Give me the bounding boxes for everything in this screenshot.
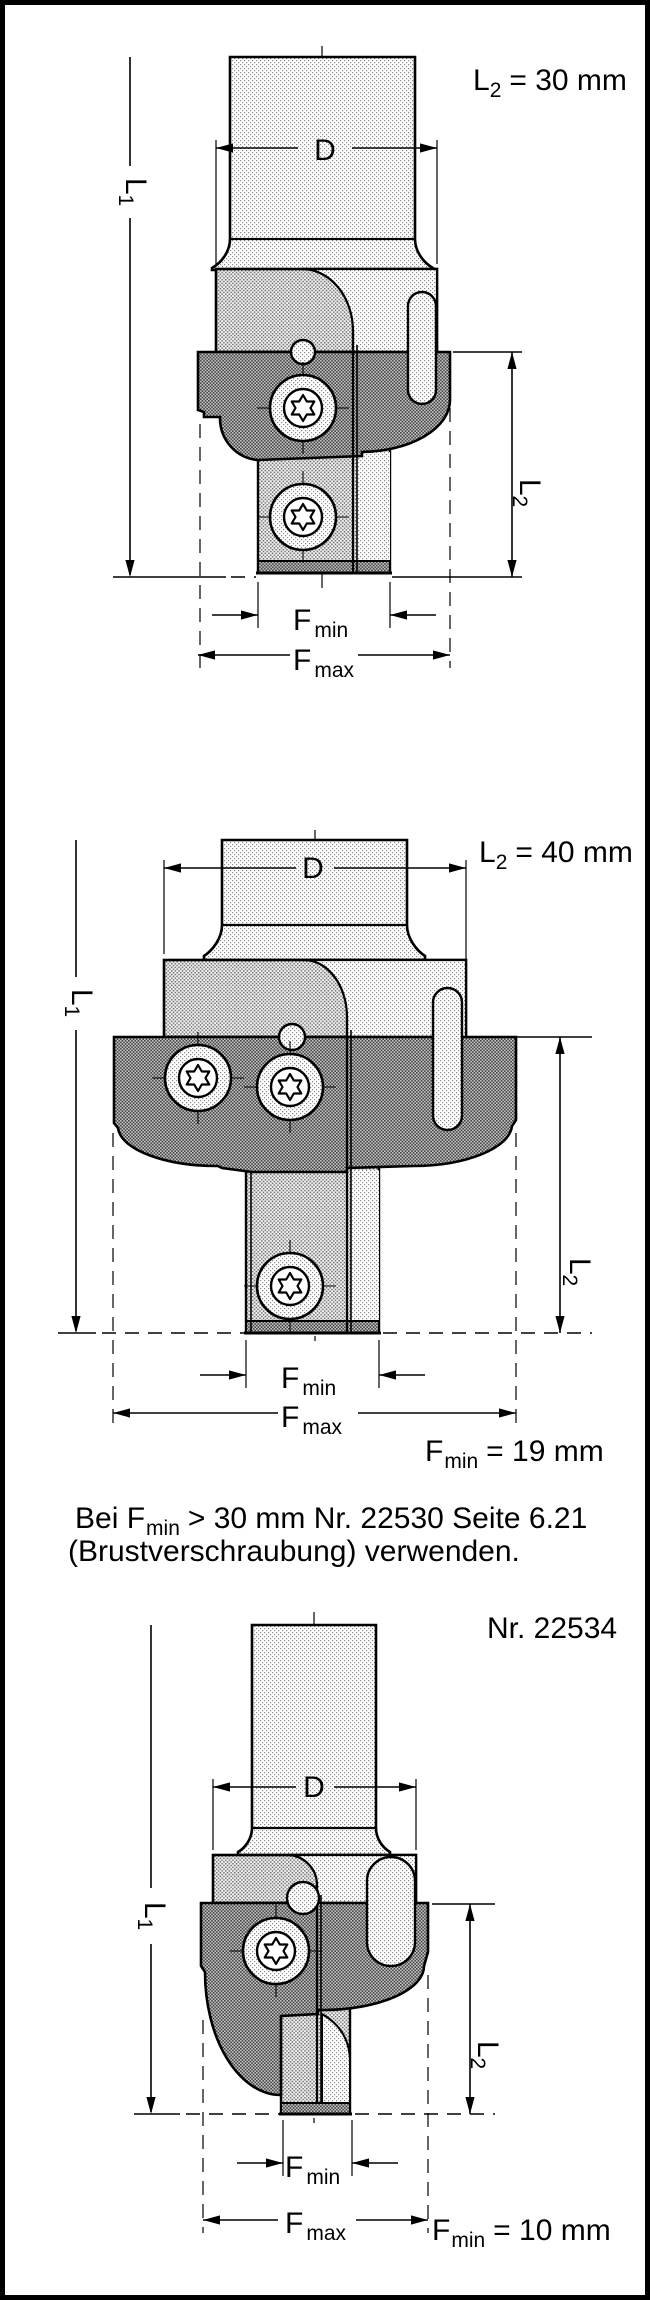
dim-l1: L1 (113, 57, 256, 578)
usage-note-line1: Bei Fmin> 30 mm Nr. 22530 Seite 6.21 (75, 1502, 587, 1540)
locating-pin (285, 1880, 321, 1916)
cutter-shank (236, 1623, 392, 1857)
blade-strip (351, 1170, 379, 1321)
variant-label: L2= 40 mm (479, 836, 633, 874)
dim-l2: L2 (355, 1903, 504, 2115)
dim-l1-label: L1 (114, 178, 152, 206)
knife-bottom-band (245, 1320, 380, 1334)
drawing-1-l2-30: L2= 30 mm L1 D L2 (113, 46, 627, 682)
dim-l2-label: L2 (558, 1258, 596, 1286)
dim-l1-label: L1 (60, 989, 98, 1017)
dim-d: D (163, 852, 467, 1030)
fmin-value-note: Fmin= 10 mm (432, 2214, 611, 2252)
dim-d-label: D (302, 852, 324, 885)
fmin-value-note: Fmin= 19 mm (425, 1435, 604, 1473)
usage-note-line2: (Brustverschraubung) verwenden. (68, 1535, 520, 1568)
locating-pin (277, 1022, 307, 1052)
drawing-3-nr-22534: Nr. 22534 L1 D L2 (133, 1612, 617, 2252)
blade-strip (357, 452, 390, 564)
part-number-label: Nr. 22534 (487, 1612, 617, 1645)
usage-note: Bei Fmin> 30 mm Nr. 22530 Seite 6.21 (Br… (68, 1502, 587, 1568)
dim-l1: L1 (133, 1625, 279, 2115)
dim-d: D (215, 134, 438, 264)
dim-l2-label: L2 (508, 479, 546, 507)
knife-bottom-band (257, 560, 391, 574)
blade-strip (321, 2012, 351, 2104)
dim-d: D (212, 1771, 417, 1850)
locating-pin (289, 338, 317, 366)
drawing-2-l2-40: L2= 40 mm L1 D L2 (58, 830, 633, 1473)
dim-l2: L2 (383, 1036, 596, 1334)
flute-opening (365, 1855, 417, 1968)
dim-l2-label: L2 (466, 2041, 504, 2069)
flute-opening (406, 290, 438, 406)
dim-d-label: D (314, 134, 336, 167)
flute-opening (431, 986, 464, 1132)
knife-bottom-band (280, 2102, 351, 2115)
dim-l1-label: L1 (133, 1902, 171, 1930)
dim-l2: L2 (392, 351, 546, 578)
dim-d-label: D (303, 1771, 325, 1804)
variant-label: L2= 30 mm (473, 64, 627, 102)
dim-l1: L1 (58, 840, 244, 1334)
